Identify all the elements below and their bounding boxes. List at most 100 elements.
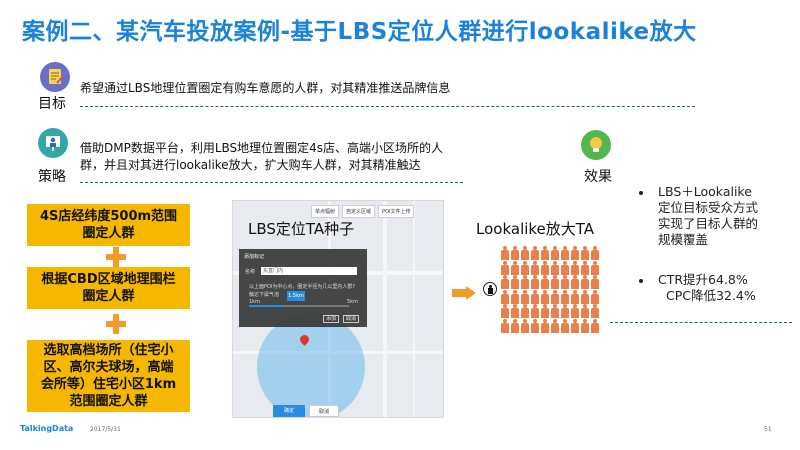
step-box-premium-venues: 选取高档场所（住宅小 区、高尔夫球场，高端 会所等）住宅小区1km 范围圈定人群 [27,340,190,412]
dialog-title: 添加标记 [244,254,265,260]
bullet [639,191,643,195]
result-line: LBS＋Lookalike [658,184,752,199]
strategy-text: 借助DMP数据平台，利用LBS地理位置圈定4s店、高端小区场所的人 群，并且对其… [80,140,443,174]
bullet [639,279,643,283]
notepad-icon [40,62,70,92]
person-icon [581,318,589,333]
person-icon [501,318,509,333]
lightbulb-icon [581,130,611,160]
lookalike-label: Lookalike放大TA [476,220,595,238]
seed-ta-label: LBS定位TA种子 [248,220,355,238]
person-icon [541,260,549,275]
person-icon [541,275,549,289]
person-icon [521,246,529,260]
person-icon [501,246,509,260]
dialog-description-2: 触达下属气泡 [249,292,280,298]
person-icon [591,260,599,275]
slider-max-label: 5km [347,299,358,305]
confirm-button[interactable]: 确定 [273,405,305,417]
result-item-metrics: CTR提升64.8% CPC降低32.4% [658,272,756,304]
person-icon [571,275,579,289]
strategy-label: 策略 [38,169,66,185]
goal-text: 希望通过LBS地理位置圈定有购车意愿的人群，对其精准推送品牌信息 [80,81,451,95]
result-ctr: CTR提升64.8% [658,272,748,287]
person-icon [531,246,539,260]
page-number: 51 [764,426,772,433]
step-2-line-2: 圈定人群 [82,289,135,304]
slider-min-label: 1km [249,299,260,305]
person-icon [521,289,529,304]
footer-date: 2017/5/31 [90,426,121,433]
person-icon [561,260,569,275]
radius-slider-fill [249,305,284,307]
person-icon [551,275,559,289]
map-road [413,201,415,417]
step-3-line-2: 区、高尔夫球场，高端 [43,360,174,375]
dialog-description: 以上面POI为中心点，圈定半径为几公里内人群? [249,284,356,290]
presentation-icon [38,128,68,158]
person-icon [501,304,509,318]
step-3-line-4: 范围圈定人群 [69,394,148,409]
person-icon [511,304,519,318]
person-icon [531,260,539,275]
single-point-button[interactable]: 单点辐射 [311,205,340,218]
person-icon [581,246,589,260]
person-icon [581,260,589,275]
name-input[interactable]: 东直门内 [261,267,357,275]
person-icon [581,289,589,304]
person-icon [571,260,579,275]
radius-slider[interactable] [249,305,349,307]
person-icon [541,318,549,333]
map-road [383,201,387,417]
person-icon [571,318,579,333]
person-icon [591,246,599,260]
dialog-add-button[interactable]: 添加 [323,315,339,323]
person-icon [551,260,559,275]
map-toolbar: 单点辐射 自定义区域 POI文件上传 [311,205,415,218]
person-icon [511,289,519,304]
result-label: 效果 [584,169,612,185]
result-item-coverage: LBS＋Lookalike 定位目标受众方式 实现了目标人群的 规模覆盖 [658,184,758,248]
person-icon [581,304,589,318]
poi-upload-button[interactable]: POI文件上传 [378,205,415,218]
person-icon [541,289,549,304]
step-2-line-1: 根据CBD区域地理围栏 [41,272,176,287]
cancel-button[interactable]: 取消 [309,405,339,417]
person-icon [521,318,529,333]
person-icon [531,318,539,333]
person-icon [541,304,549,318]
lbs-map[interactable]: 单点辐射 自定义区域 POI文件上传 添加标记 名称 东直门内 以上面POI为中… [232,200,444,418]
person-icon [501,275,509,289]
page-title: 案例二、某汽车投放案例-基于LBS定位人群进行lookalike放大 [22,19,697,45]
person-icon [591,289,599,304]
person-icon [561,304,569,318]
name-field-label: 名称 [245,269,256,275]
step-3-line-3: 会所等）住宅小区1km [40,377,177,392]
radius-circle [257,313,365,417]
person-icon [551,289,559,304]
person-icon [561,318,569,333]
result-cpc: CPC降低32.4% [666,288,756,303]
person-icon [581,275,589,289]
step-box-4s: 4S店经纬度500m范围 圈定人群 [27,204,190,246]
lookalike-crowd [501,246,601,334]
person-icon [531,304,539,318]
person-icon [501,260,509,275]
dialog-cancel-button[interactable]: 取消 [343,315,359,323]
step-1-line-2: 圈定人群 [82,226,135,241]
brand-logo: TalkingData [20,424,74,433]
strategy-line-1: 借助DMP数据平台，利用LBS地理位置圈定4s店、高端小区场所的人 [80,141,444,155]
person-icon [541,246,549,260]
slider-tooltip: 1.5km [287,291,305,301]
person-icon [571,289,579,304]
custom-area-button[interactable]: 自定义区域 [342,205,376,218]
strategy-line-2: 群，并且对其进行lookalike放大，扩大购车人群，对其精准触达 [80,158,421,172]
step-1-line-1: 4S店经纬度500m范围 [39,209,178,224]
person-icon [591,318,599,333]
strategy-divider [80,182,463,183]
person-icon [591,304,599,318]
result-divider [610,322,792,323]
person-icon [561,275,569,289]
person-icon [521,260,529,275]
step-3-line-1: 选取高档场所（住宅小 [43,343,174,358]
